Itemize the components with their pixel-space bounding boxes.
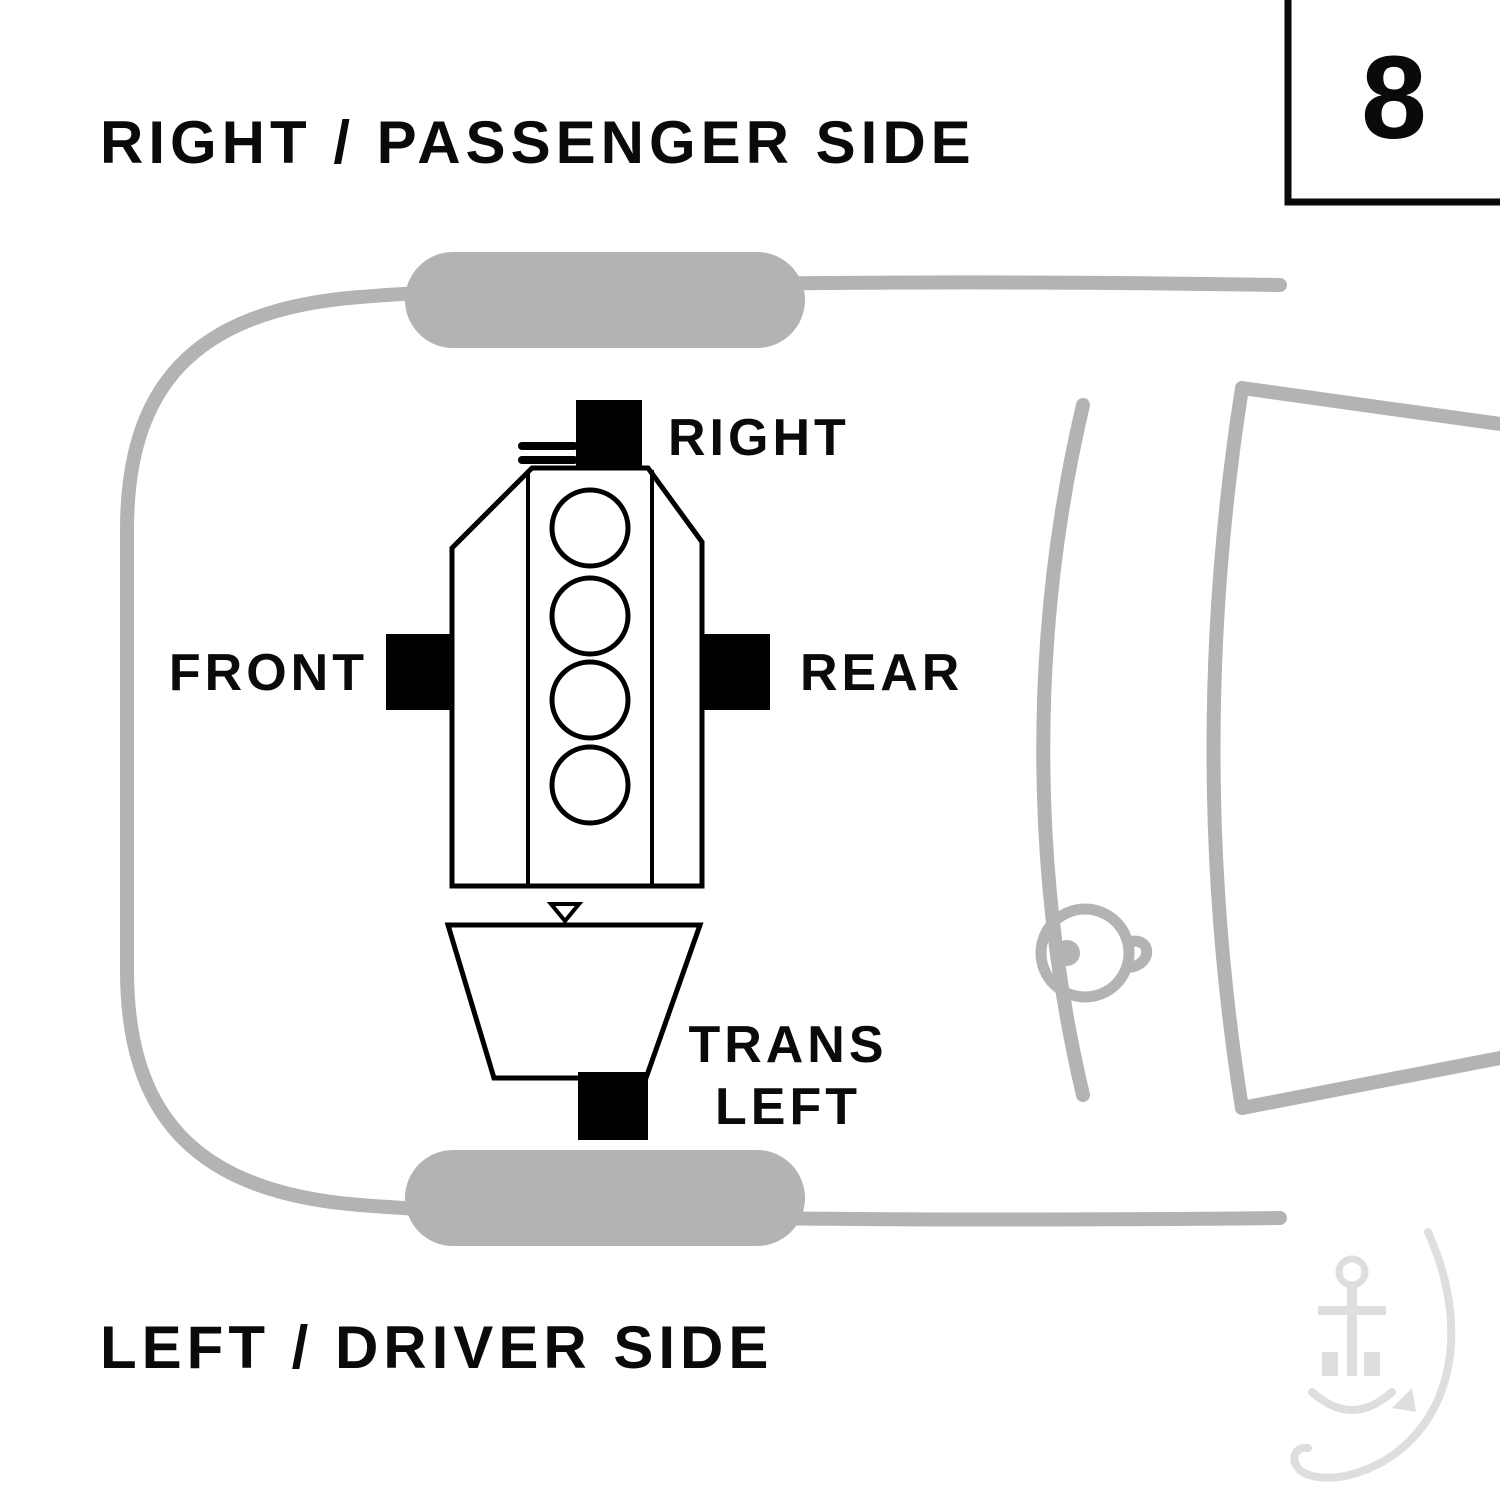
windshield-arc-right bbox=[1206, 381, 1249, 1115]
cylinder-2 bbox=[549, 575, 631, 657]
mount-rear bbox=[702, 634, 770, 710]
figure-number-box bbox=[1284, 0, 1500, 206]
steering-wheel-hub bbox=[1054, 940, 1080, 966]
steering-column bbox=[1123, 935, 1153, 973]
title-right-passenger-side: RIGHT / PASSENGER SIDE bbox=[100, 109, 976, 176]
mount-trans-left bbox=[578, 1072, 648, 1140]
mount-right bbox=[576, 400, 642, 468]
trans-funnel-icon bbox=[546, 902, 584, 925]
label-mount-trans-line2: LEFT bbox=[715, 1078, 861, 1136]
figure-number: 8 bbox=[1361, 32, 1427, 164]
label-mount-rear: REAR bbox=[800, 644, 963, 702]
mount-front bbox=[386, 634, 452, 710]
title-left-driver-side: LEFT / DRIVER SIDE bbox=[100, 1314, 773, 1381]
cowl-line-bottom bbox=[1235, 1051, 1500, 1115]
cylinder-3 bbox=[549, 659, 631, 741]
mount-right-pin-1 bbox=[518, 442, 578, 450]
cylinder-4 bbox=[549, 744, 631, 826]
wheel-top bbox=[405, 252, 805, 348]
wheel-bottom bbox=[405, 1150, 805, 1246]
cowl-line-top bbox=[1235, 381, 1500, 431]
label-mount-front: FRONT bbox=[169, 644, 368, 702]
transmission-housing bbox=[444, 922, 704, 1081]
windshield-arc-left bbox=[1036, 398, 1090, 1102]
label-mount-trans-line1: TRANS bbox=[688, 1016, 887, 1074]
mount-right-pin-2 bbox=[518, 456, 578, 464]
watermark-logo bbox=[1290, 1228, 1456, 1482]
steering-wheel bbox=[1035, 903, 1135, 1003]
label-mount-right: RIGHT bbox=[668, 409, 850, 467]
cylinder-1 bbox=[549, 487, 631, 569]
